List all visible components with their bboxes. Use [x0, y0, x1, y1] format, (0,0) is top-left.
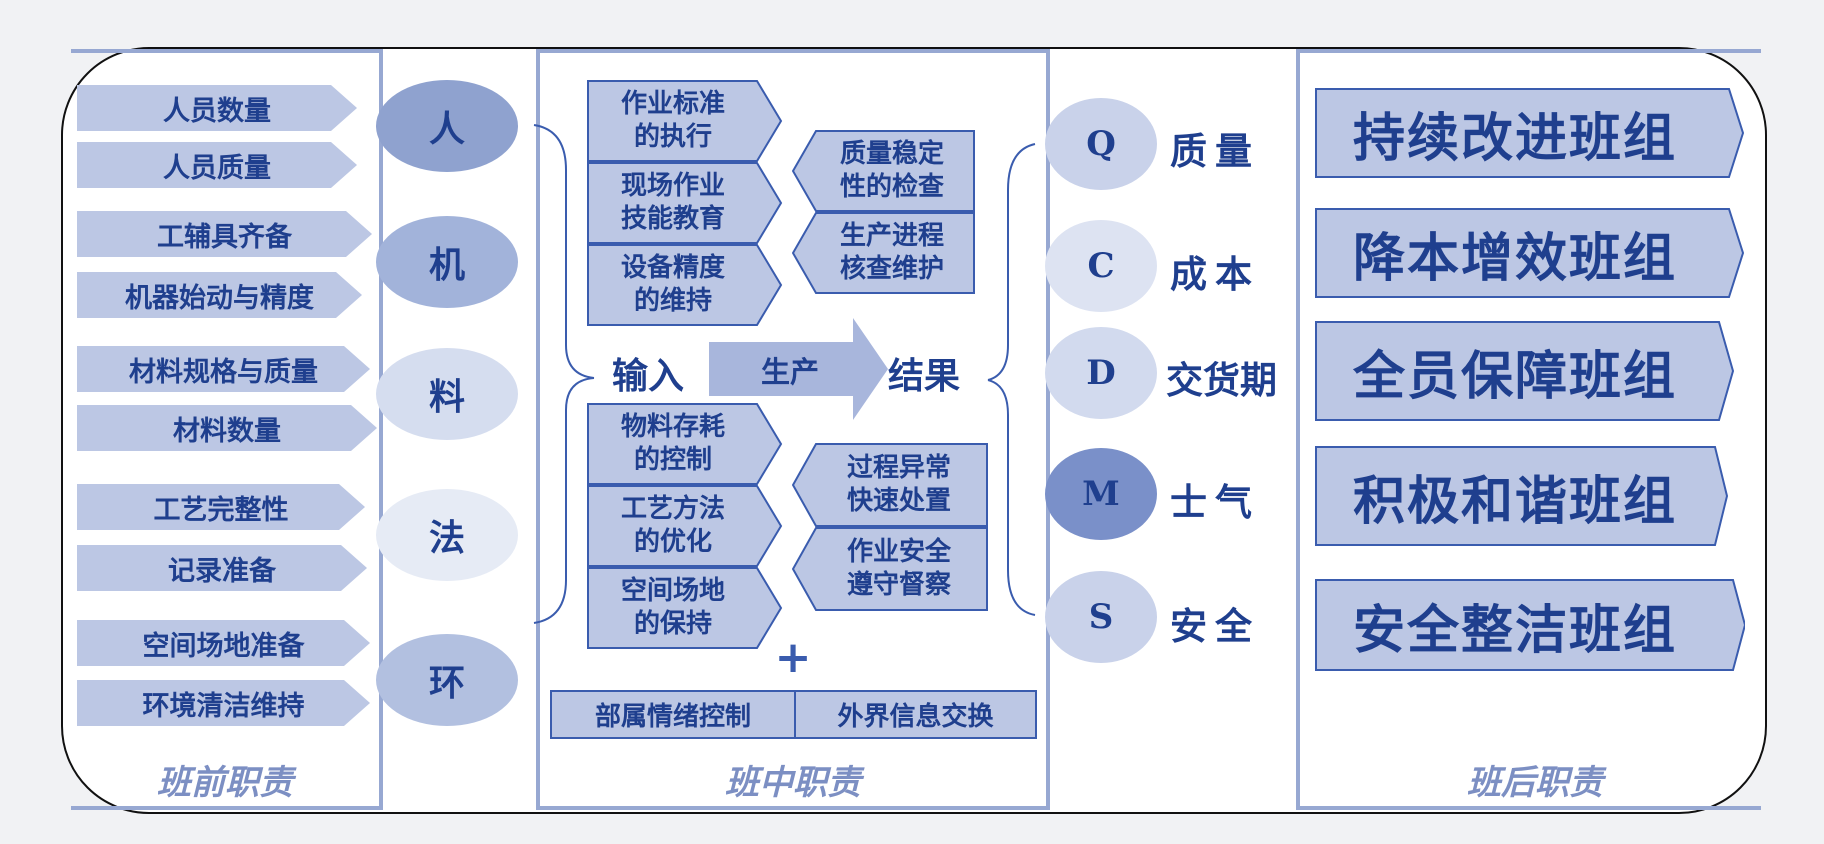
morale-circle: M [1045, 448, 1157, 540]
safety-circle: S [1045, 571, 1157, 663]
morale-label: 士气 [1170, 481, 1260, 524]
team-label: 全员保障班组 [1352, 346, 1677, 407]
bottom-left-2: 工艺方法 的优化 [620, 494, 725, 557]
pre-item-2: 人员质量 [77, 142, 357, 188]
production-arrow [709, 318, 888, 420]
bottom-box-1: 部属情绪控制 [550, 690, 796, 739]
team-cost-reduction: 降本增效班组 [1315, 208, 1745, 298]
bottom-right-shapes [792, 443, 988, 611]
team-label: 积极和谐班组 [1352, 471, 1677, 532]
mid-shift-title: 班中职责 [725, 763, 861, 803]
bottom-right-2: 作业安全 遵守督察 [846, 537, 951, 600]
team-label: 降本增效班组 [1352, 228, 1677, 289]
pre-item-4: 机器始动与精度 [77, 272, 362, 318]
pre-item-5: 材料规格与质量 [77, 346, 370, 392]
mid-shift-column [536, 49, 1050, 810]
top-left-3: 设备精度 的维持 [620, 253, 725, 316]
pre-item-6: 材料数量 [77, 405, 377, 451]
result-label: 结果 [888, 356, 961, 397]
pre-item-9: 空间场地准备 [77, 620, 370, 666]
quality-circle: Q [1045, 98, 1157, 190]
delivery-label: 交货期 [1166, 359, 1277, 402]
team-safety-tidy: 安全整洁班组 [1315, 579, 1745, 671]
post-shift-column [1296, 49, 1761, 810]
top-left-1: 作业标准 的执行 [620, 89, 725, 152]
top-right-1: 质量稳定 性的检查 [839, 139, 944, 202]
factor-environment: 环 [376, 634, 518, 726]
bottom-left-shapes [587, 403, 783, 649]
top-right-shapes [792, 130, 975, 294]
top-left-shapes [587, 80, 783, 326]
team-harmony: 积极和谐班组 [1315, 446, 1745, 546]
pre-item-10: 环境清洁维持 [77, 680, 370, 726]
bottom-box-2: 外界信息交换 [794, 690, 1037, 739]
pre-shift-title: 班前职责 [157, 763, 293, 803]
factor-method: 法 [376, 489, 518, 581]
factor-man: 人 [376, 80, 518, 172]
bottom-left-1: 物料存耗 的控制 [620, 412, 725, 475]
pre-item-7: 工艺完整性 [77, 484, 365, 530]
production-label: 生产 [760, 355, 819, 389]
team-label: 安全整洁班组 [1352, 600, 1677, 661]
plus-sign: + [774, 632, 812, 683]
quality-label: 质量 [1170, 130, 1260, 173]
top-left-2: 现场作业 技能教育 [620, 171, 725, 234]
top-right-2: 生产进程 核查维护 [839, 221, 944, 284]
bottom-left-3: 空间场地 的保持 [620, 576, 725, 639]
team-label: 持续改进班组 [1352, 108, 1677, 169]
bottom-right-1: 过程异常 快速处置 [846, 453, 951, 516]
safety-label: 安全 [1170, 605, 1260, 648]
post-shift-title: 班后职责 [1467, 763, 1603, 803]
input-label: 输入 [612, 356, 685, 397]
delivery-circle: D [1045, 327, 1157, 419]
pre-item-3: 工辅具齐备 [77, 211, 372, 257]
cost-circle: C [1045, 220, 1157, 312]
cost-label: 成本 [1170, 253, 1260, 296]
team-full-support: 全员保障班组 [1315, 321, 1745, 421]
team-continuous-improvement: 持续改进班组 [1315, 88, 1745, 178]
pre-shift-column [71, 49, 383, 810]
factor-material: 料 [376, 348, 518, 440]
pre-item-1: 人员数量 [77, 85, 357, 131]
pre-item-8: 记录准备 [77, 545, 367, 591]
factor-machine: 机 [376, 216, 518, 308]
